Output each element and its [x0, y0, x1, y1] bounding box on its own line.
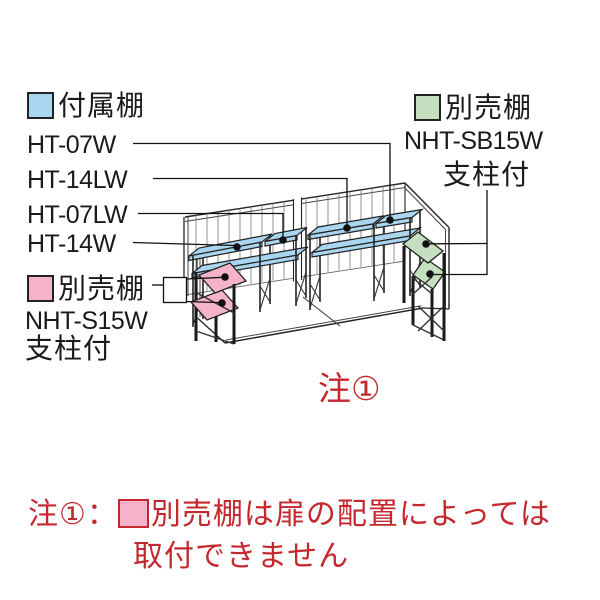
left-bay-front-posts — [192, 236, 297, 327]
green-unit-rear-posts — [402, 246, 415, 325]
figure-note-marker: 注① — [318, 370, 381, 407]
dot-ht14lw — [343, 224, 351, 232]
optional-shelf-right-support: 支柱付 — [443, 159, 531, 190]
right-bay-front-posts — [309, 218, 411, 310]
optional-shelf-right-title: 別売棚 — [445, 92, 533, 123]
dot-green-lower — [426, 270, 434, 278]
callout-junction-box — [162, 276, 188, 304]
optional-shelf-left-model: NHT-S15W — [25, 307, 148, 335]
callout-line-ht07w — [133, 142, 391, 218]
optional-shelf-left-title: 別売棚 — [58, 273, 146, 304]
attached-shelf-model-3: HT-07LW — [27, 201, 128, 229]
green-shelf-upper — [401, 231, 445, 264]
callout-dots — [218, 216, 434, 307]
callout-lines — [132, 142, 488, 304]
callout-line-pink-lower — [186, 300, 221, 304]
green-unit-front-posts — [430, 253, 446, 341]
green-unit-braces — [412, 276, 445, 341]
footnote-marker: 注①： — [28, 498, 118, 531]
pink-shelf-lower — [189, 289, 240, 321]
optional-shelf-left-support: 支柱付 — [25, 333, 113, 364]
footnote-text: 別売棚は扉の配置によっては — [150, 498, 551, 531]
footnote-line-1: 注①： 別売棚は扉の配置によっては — [28, 499, 551, 531]
dot-ht07w — [386, 216, 394, 224]
dot-green-upper — [422, 240, 430, 248]
attached-shelf-legend-title: 付属棚 — [58, 90, 146, 121]
dot-pink-upper — [221, 273, 229, 281]
dot-ht07lw — [279, 236, 287, 244]
dot-pink-lower — [218, 299, 226, 307]
callout-line-ht14lw — [153, 177, 348, 226]
attached-shelf-model-2: HT-14LW — [27, 166, 128, 194]
callout-line-pink-upper — [186, 276, 224, 280]
attached-shelf-model-1: HT-07W — [27, 131, 116, 159]
attached-shelf-model-4: HT-14W — [27, 230, 116, 258]
optional-shelf-right-model: NHT-SB15W — [404, 127, 543, 155]
footnote-pink-swatch — [117, 499, 149, 528]
footnote-line-2: 取付できません — [133, 540, 350, 573]
callout-line-ht07lw — [138, 212, 284, 238]
dot-ht14w — [233, 243, 241, 251]
callout-line-green-lower — [432, 190, 488, 276]
callout-line-ht14w — [132, 241, 235, 247]
attached-shelf-swatch — [27, 92, 54, 119]
optional-shelf-left-swatch — [27, 275, 54, 302]
optional-shelf-right-swatch — [414, 94, 441, 121]
